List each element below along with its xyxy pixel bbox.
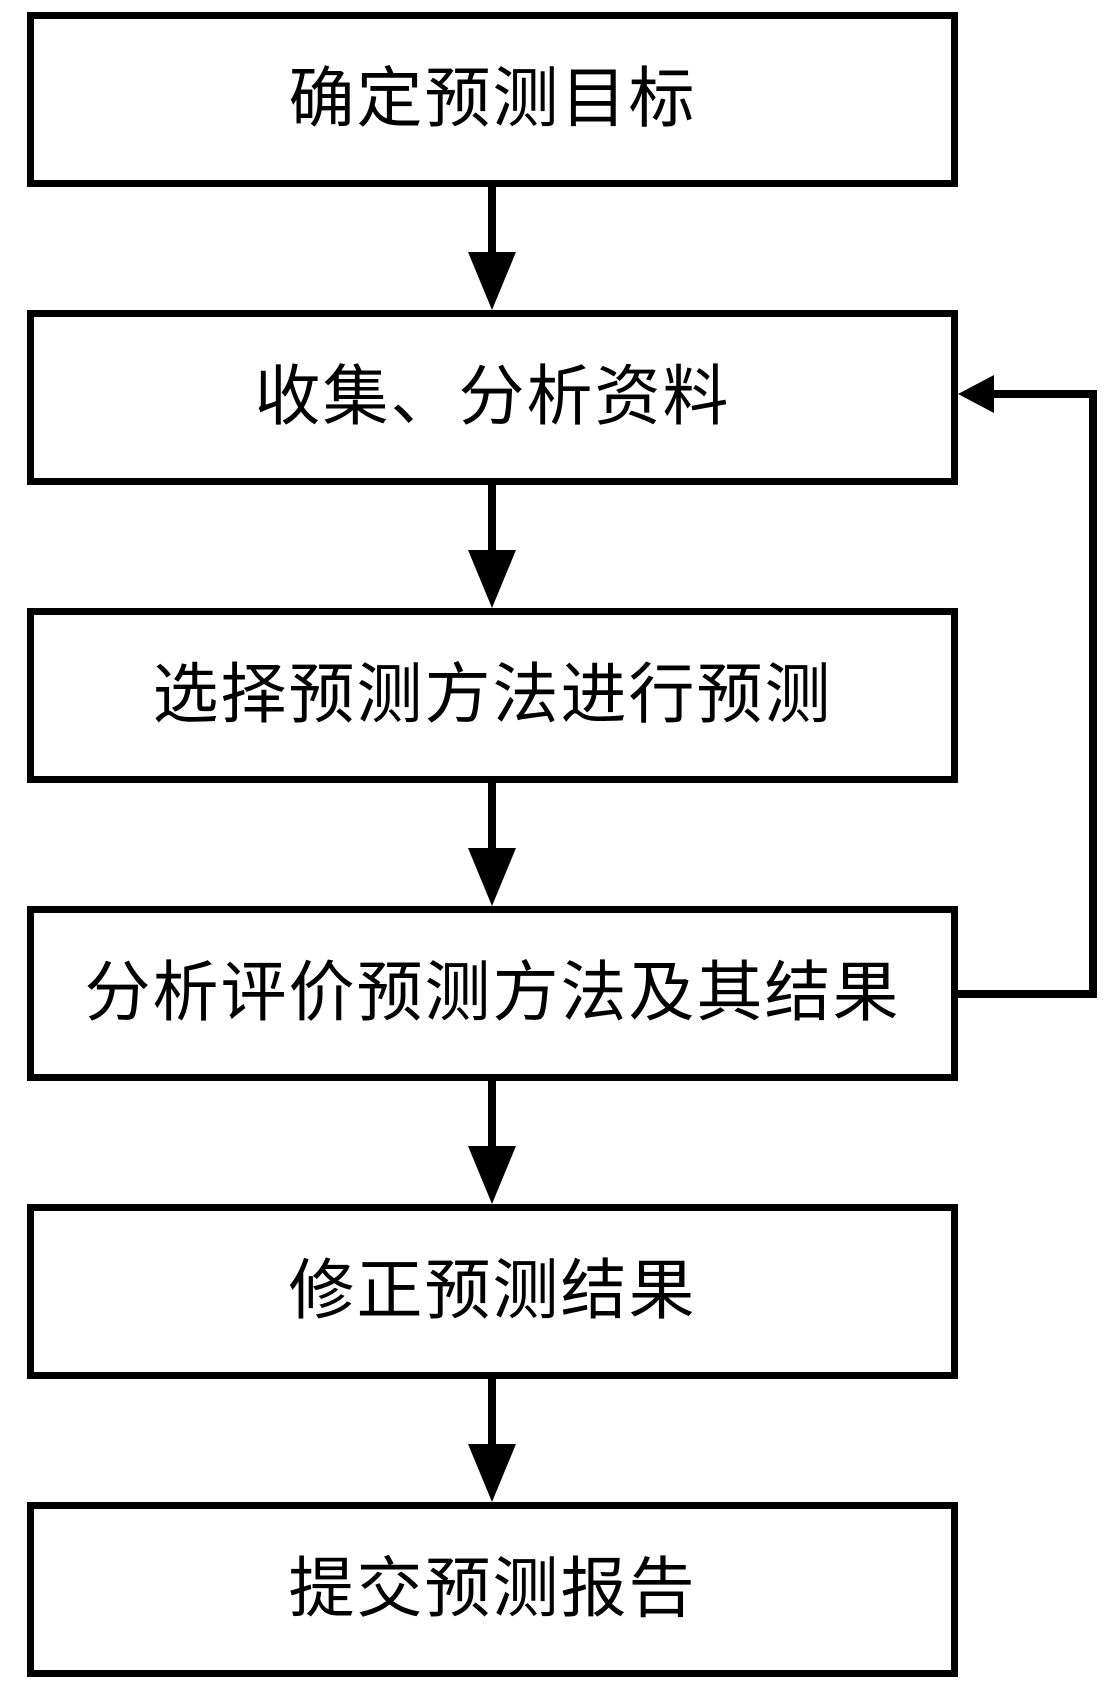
node-collect-analyze-data: 收集、分析资料 — [27, 310, 958, 485]
arrow-left-icon — [958, 375, 994, 413]
node-label: 收集、分析资料 — [254, 360, 731, 434]
arrow-down-icon — [468, 252, 516, 310]
node-label: 确定预测目标 — [288, 62, 697, 136]
arrow-down-icon — [468, 848, 516, 906]
node-label: 分析评价预测方法及其结果 — [84, 956, 901, 1030]
feedback-line-vertical-segment — [1089, 390, 1097, 998]
feedback-line-bottom-segment — [958, 990, 1097, 998]
node-label: 选择预测方法进行预测 — [152, 658, 833, 732]
node-label: 提交预测报告 — [288, 1552, 697, 1626]
node-label: 修正预测结果 — [288, 1254, 697, 1328]
feedback-line-top-segment — [990, 390, 1097, 398]
node-submit-forecast-report: 提交预测报告 — [27, 1502, 958, 1677]
arrow-step3-step4-shaft — [488, 783, 496, 848]
arrow-step5-step6-shaft — [488, 1379, 496, 1444]
node-determine-forecast-target: 确定预测目标 — [27, 12, 958, 187]
arrow-step4-step5-shaft — [488, 1081, 496, 1146]
node-analyze-evaluate-method-results: 分析评价预测方法及其结果 — [27, 906, 958, 1081]
arrow-down-icon — [468, 1146, 516, 1204]
arrow-step2-step3-shaft — [488, 485, 496, 550]
arrow-down-icon — [468, 1444, 516, 1502]
node-select-forecast-method: 选择预测方法进行预测 — [27, 608, 958, 783]
arrow-step1-step2-shaft — [488, 187, 496, 252]
node-correct-forecast-results: 修正预测结果 — [27, 1204, 958, 1379]
arrow-down-icon — [468, 550, 516, 608]
